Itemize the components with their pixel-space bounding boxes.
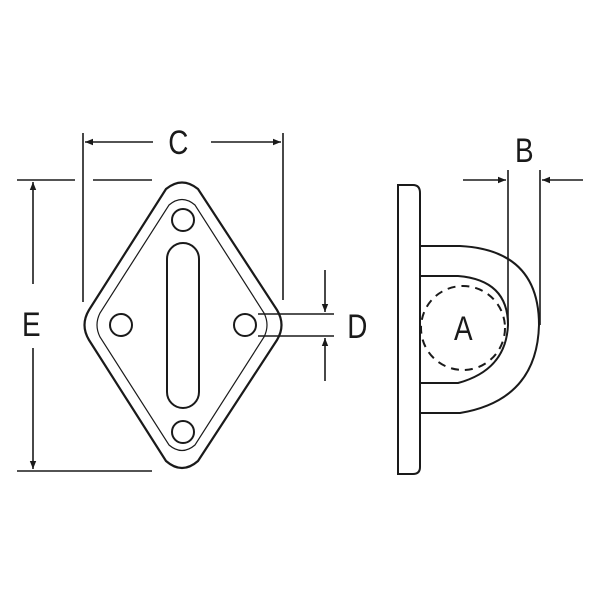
dimension-label-e: E bbox=[22, 306, 41, 344]
front-view bbox=[83, 181, 283, 470]
mounting-hole-right bbox=[233, 313, 257, 337]
mounting-hole-left bbox=[109, 313, 133, 337]
center-slot bbox=[166, 242, 200, 409]
mounting-hole-bottom bbox=[171, 420, 195, 444]
mounting-hole-top bbox=[171, 208, 195, 232]
loop-outer bbox=[420, 245, 541, 414]
dimension-label-a: A bbox=[454, 310, 473, 348]
dimension-c bbox=[82, 133, 284, 302]
dimension-label-d: D bbox=[347, 308, 368, 346]
dimension-d bbox=[258, 270, 334, 381]
dimension-e bbox=[17, 179, 152, 472]
plate-inner-edge bbox=[96, 198, 268, 452]
plate-outline bbox=[83, 181, 283, 470]
inner-diameter-circle bbox=[420, 285, 506, 371]
dimension-b bbox=[463, 170, 583, 325]
dimension-label-b: B bbox=[515, 132, 534, 170]
side-plate bbox=[397, 184, 421, 475]
dimension-label-c: C bbox=[168, 124, 189, 162]
